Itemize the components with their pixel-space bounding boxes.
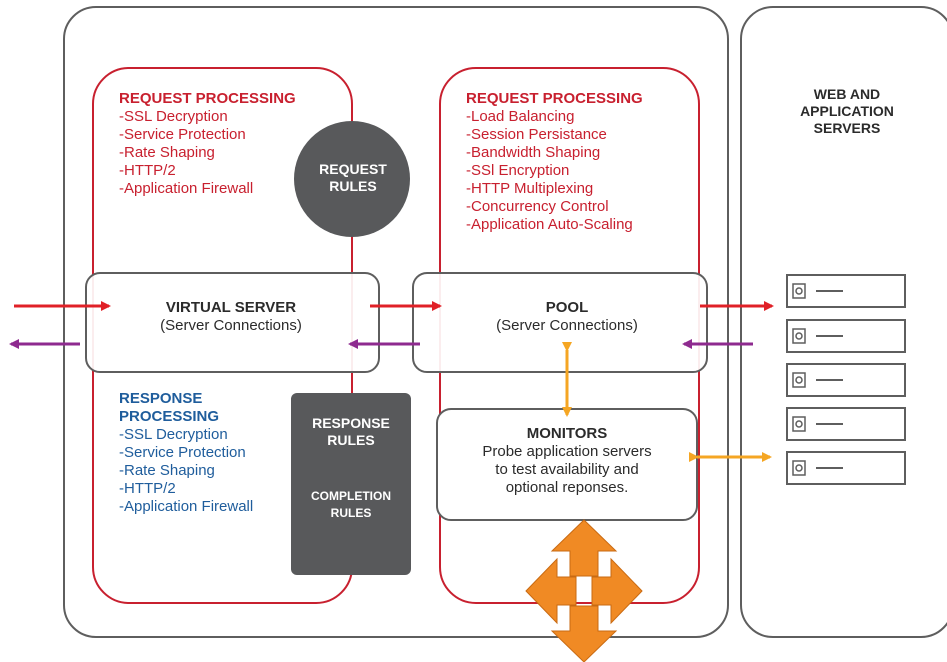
request-rules-line1: REQUEST [319, 161, 387, 177]
virtual-server-title: VIRTUAL SERVER [165, 299, 297, 316]
list-item: -Concurrency Control [466, 198, 609, 215]
pool-label: POOL (Server Connections) [496, 299, 638, 335]
request-rules-label: REQUEST RULES [319, 161, 387, 195]
servers-title-line1: WEB AND [813, 86, 881, 102]
completion-rules-line2: RULES [330, 505, 372, 520]
monitors-line3: optional reponses. [505, 479, 629, 496]
pool-title: POOL [545, 299, 589, 316]
list-item: -SSL Decryption [119, 426, 228, 443]
list-item: -Rate Shaping [119, 462, 215, 479]
pool-box [412, 272, 708, 373]
list-item: -Load Balancing [466, 108, 575, 125]
server-rack-icon [786, 274, 906, 308]
servers-title-line2: APPLICATION [800, 102, 894, 119]
list-item: -Bandwidth Shaping [466, 144, 601, 161]
left-response-title-2: PROCESSING [119, 408, 220, 425]
response-rules-label: RESPONSE RULES [312, 415, 390, 449]
server-rack-icon [786, 363, 906, 397]
server-rack-icon [786, 407, 906, 441]
left-request-list: -SSL Decryption -Service Protection -Rat… [119, 108, 296, 198]
left-request-title: REQUEST PROCESSING [119, 90, 296, 107]
server-rack-icon [786, 319, 906, 353]
list-item: -Service Protection [119, 126, 246, 143]
virtual-server-subtitle: (Server Connections) [160, 317, 302, 334]
list-item: -HTTP Multiplexing [466, 180, 594, 197]
load-balancer-container [63, 6, 729, 638]
request-rules-line2: RULES [329, 177, 377, 194]
left-request-block: REQUEST PROCESSING -SSL Decryption -Serv… [119, 90, 296, 198]
list-item: -SSl Encryption [466, 162, 570, 179]
request-rules-circle [294, 121, 410, 237]
list-item: -Application Firewall [119, 180, 254, 197]
right-request-title: REQUEST PROCESSING [466, 90, 643, 107]
monitors-line2: to test availability and [495, 461, 639, 478]
list-item: -Session Persistance [466, 126, 607, 143]
right-request-list: -Load Balancing -Session Persistance -Ba… [466, 108, 643, 234]
completion-rules-label: COMPLETION RULES [311, 488, 391, 522]
monitors-label: MONITORS Probe application servers to te… [482, 425, 651, 497]
completion-rules-line1: COMPLETION [311, 489, 391, 503]
response-rules-line1: RESPONSE [312, 415, 390, 431]
server-rack-icon [786, 451, 906, 485]
list-item: -Rate Shaping [119, 144, 215, 161]
left-response-block: RESPONSE PROCESSING -SSL Decryption -Ser… [119, 390, 253, 516]
monitors-title: MONITORS [526, 425, 608, 442]
servers-title: WEB AND APPLICATION SERVERS [800, 86, 894, 136]
list-item: -SSL Decryption [119, 108, 228, 125]
response-rules-block [291, 393, 411, 575]
right-request-block: REQUEST PROCESSING -Load Balancing -Sess… [466, 90, 643, 234]
left-response-title-1: RESPONSE [119, 390, 203, 407]
virtual-server-label: VIRTUAL SERVER (Server Connections) [160, 299, 302, 335]
virtual-server-box [85, 272, 380, 373]
servers-title-line3: SERVERS [813, 119, 881, 136]
list-item: -HTTP/2 [119, 162, 176, 179]
list-item: -HTTP/2 [119, 480, 176, 497]
servers-container [740, 6, 947, 638]
response-rules-line2: RULES [327, 431, 375, 448]
list-item: -Service Protection [119, 444, 246, 461]
monitors-line1: Probe application servers [482, 443, 652, 460]
left-response-list: -SSL Decryption -Service Protection -Rat… [119, 426, 253, 516]
list-item: -Application Firewall [119, 498, 254, 515]
pool-subtitle: (Server Connections) [496, 317, 638, 334]
four-way-arrows-icon [525, 519, 643, 662]
list-item: -Application Auto-Scaling [466, 216, 633, 233]
